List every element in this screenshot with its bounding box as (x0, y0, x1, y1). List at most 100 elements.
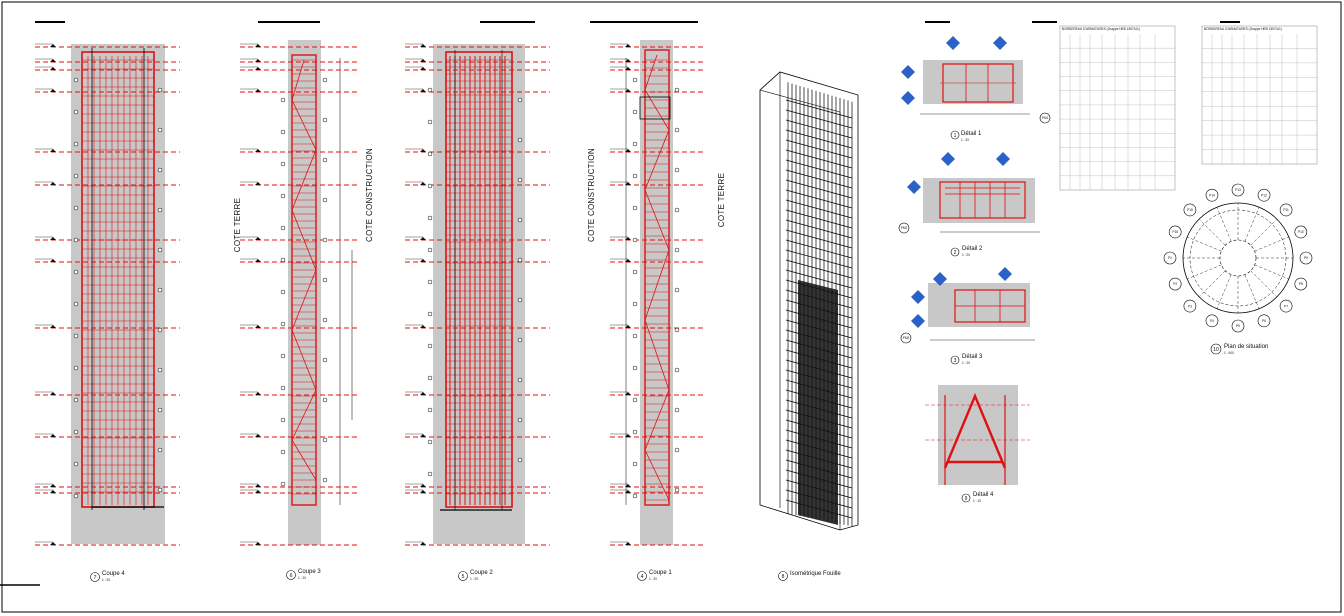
rebar-callout-bubble (157, 327, 163, 333)
north-arrow-icon (1210, 343, 1222, 355)
plan-marker-bubble (1231, 183, 1245, 197)
iso-horizontal-bar (785, 149, 853, 169)
elevation-marker-icon (50, 237, 56, 240)
rebar-callout-bubble (632, 461, 638, 467)
rebar-callout-bubble (517, 377, 523, 383)
section-head-icon (901, 91, 915, 105)
elevation-marker-icon (420, 392, 426, 395)
detail-1-number: 1 (954, 133, 957, 139)
detail-1: 1 Détail 1 1 : 20 PM1 (901, 36, 1051, 142)
rebar-callout-bubble (157, 207, 163, 213)
concrete-panel (433, 44, 525, 544)
rebar-callout-bubble (427, 439, 433, 445)
rebar-callout-bubble (517, 457, 523, 463)
plan-marker-bubble (1205, 188, 1219, 202)
rebar-callout-bubble (322, 157, 328, 163)
elevation-marker-icon (625, 484, 631, 487)
rebar-callout-bubble (322, 277, 328, 283)
iso-horizontal-bar (785, 159, 853, 179)
iso-horizontal-bar (785, 109, 853, 129)
section-coupe-3 (288, 40, 353, 545)
elevation-marker-icon (420, 542, 426, 545)
iso-horizontal-bar (785, 209, 853, 229)
plan-marker-label: P6 (1262, 319, 1266, 323)
rebar-callout-bubble (280, 481, 286, 487)
rebar-callout-bubble (280, 449, 286, 455)
coupe-1-number: 4 (641, 574, 644, 580)
rebar-callout-bubble (674, 487, 680, 493)
rebar-callout-bubble (322, 237, 328, 243)
rebar-callout-bubble (280, 161, 286, 167)
rebar-callout-bubble (427, 119, 433, 125)
elevation-marker-icon (50, 392, 56, 395)
coupe-2-number: 5 (462, 574, 465, 580)
detail-3-scale: 1 : 20 (962, 361, 970, 365)
rebar-callout-bubble (157, 167, 163, 173)
rebar-callout-bubble (632, 205, 638, 211)
rebar-callout-bubble (427, 407, 433, 413)
elevation-marker-icon (50, 434, 56, 437)
plan-spoke (1216, 207, 1232, 242)
rebar-callout-bubble (280, 353, 286, 359)
rebar-callout-bubble (674, 367, 680, 373)
elevation-marker-icon (255, 237, 261, 240)
coupe-3-number: 6 (290, 573, 293, 579)
rebar-callout-bubble (280, 257, 286, 263)
elevation-marker-icon (625, 89, 631, 92)
plan-marker-label: P10 (1298, 230, 1304, 234)
elevation-marker-icon (420, 259, 426, 262)
rebar-callout-bubble (322, 317, 328, 323)
rebar-callout-bubble (427, 247, 433, 253)
rebar-callout-bubble (517, 417, 523, 423)
section-coupe-2 (433, 44, 525, 544)
plan-spoke (1216, 274, 1232, 309)
elevation-marker-icon (625, 237, 631, 240)
rebar-callout-bubble (427, 151, 433, 157)
elevation-marker-icon (50, 542, 56, 545)
iso-horizontal-bar (785, 99, 853, 119)
elevation-marker-icon (420, 182, 426, 185)
rebar-callout-bubble (427, 471, 433, 477)
rebar-callout-bubble (632, 141, 638, 147)
elevation-marker-icon (625, 149, 631, 152)
iso-horizontal-bar (785, 259, 853, 279)
rebar-callout-bubble (632, 493, 638, 499)
iso-title: Isométrique Fouille (790, 571, 841, 577)
rebar-callout-bubble (157, 87, 163, 93)
rebar-callout-bubble (674, 167, 680, 173)
detail-1-title: Détail 1 (961, 131, 982, 137)
coupe-3-title: Coupe 3 (298, 569, 321, 575)
iso-horizontal-bar (785, 129, 853, 149)
plan-spoke (1198, 218, 1226, 246)
plan-marker-label: P11 (1283, 208, 1289, 212)
rebar-callout-bubble (157, 407, 163, 413)
detail-4-scale: 1 : 10 (973, 499, 981, 503)
detail-tag-pm1: PM1 (1042, 116, 1049, 120)
elevation-marker-icon (420, 44, 426, 47)
elevation-marker-icon (625, 434, 631, 437)
section-head-icon (946, 36, 960, 50)
plan-marker-label: P9 (1304, 256, 1308, 260)
iso-horizontal-bar (785, 219, 853, 239)
rebar-callout-bubble (674, 447, 680, 453)
rebar-callout-bubble (157, 127, 163, 133)
section-head-icon (996, 152, 1010, 166)
rebar-callout-bubble (322, 477, 328, 483)
elevation-marker-icon (420, 67, 426, 70)
iso-horizontal-bar (785, 199, 853, 219)
iso-number: 8 (782, 574, 785, 580)
rebar-callout-bubble (280, 417, 286, 423)
elevation-marker-icon (255, 434, 261, 437)
elevation-marker-icon (255, 542, 261, 545)
elevation-marker-icon (625, 67, 631, 70)
iso-horizontal-bar (785, 179, 853, 199)
plan-marker-label: P2 (1173, 282, 1177, 286)
iso-horizontal-bar (785, 139, 853, 159)
elevation-marker-icon (50, 44, 56, 47)
rebar-callout-bubble (517, 257, 523, 263)
elevation-marker-icon (50, 484, 56, 487)
rebar-schedule-right: BORDEREAU D'ARMATURES (Grappe HEB 1597/U… (1201, 25, 1318, 165)
rebar-callout-bubble (427, 87, 433, 93)
plan-marker-bubble (1231, 319, 1245, 333)
